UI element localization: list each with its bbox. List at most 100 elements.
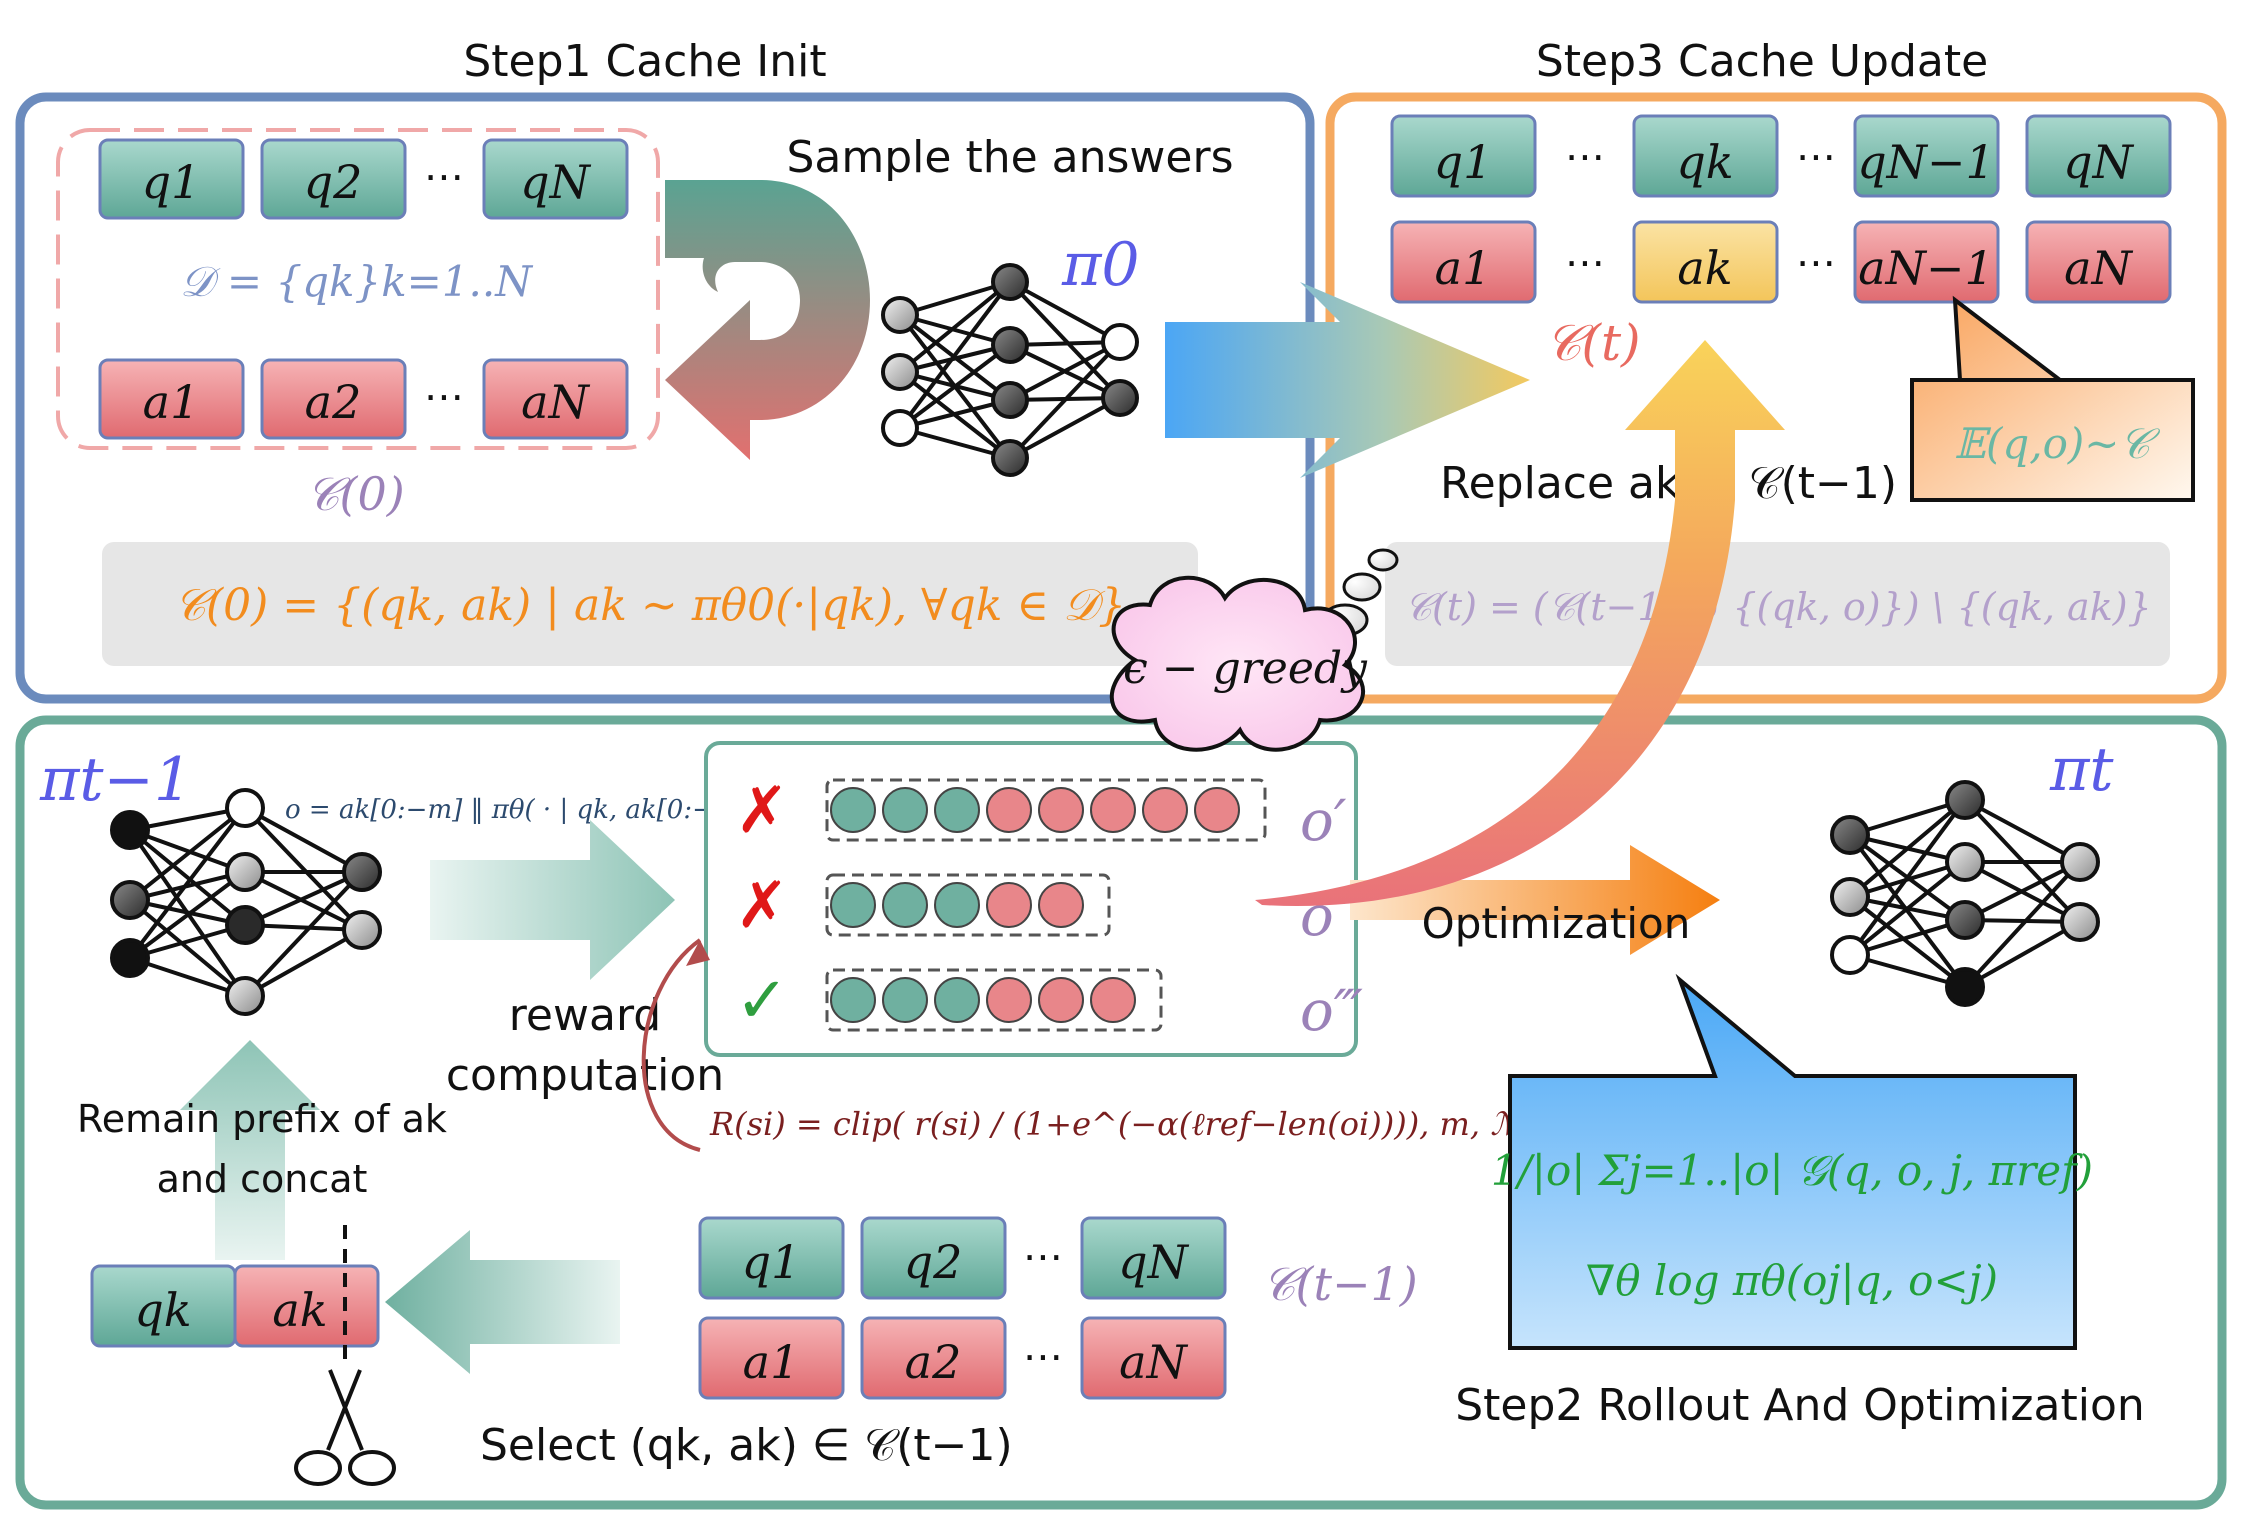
step1-panel: Step1 Cache Init q1 q2 qN ⋯ 𝒟 = {qk}k=1.… [15, 36, 1315, 704]
step1-a2: a2 [305, 375, 362, 429]
step1-a-ellipsis: ⋯ [424, 374, 464, 420]
dataset-boundary [56, 128, 660, 450]
step3-panel: Step3 Cache Update q1 qk qN−1 qN ⋯ ⋯ a1 … [1325, 36, 2227, 704]
step2-a-row: a1 a2 aN ⋯ [698, 1316, 1227, 1400]
step3-ak: ak [1677, 241, 1732, 295]
step3-a-ellipsis-1: ⋯ [1565, 240, 1605, 286]
rollout-generated-token [986, 787, 1032, 833]
step1-q1: q1 [142, 155, 201, 209]
rollout-generated-token [1142, 787, 1188, 833]
curl-arrow-icon [665, 180, 870, 460]
step2-title: Step2 Rollout And Optimization [1455, 1380, 2145, 1431]
step3-q-ellipsis-2: ⋯ [1796, 134, 1836, 180]
reward-formula: R(si) = clip( r(si) / (1+e^(−α(ℓref−len(… [709, 1105, 1547, 1143]
step3-qN-1: qN−1 [1857, 135, 1995, 189]
reward-arrowhead-icon [686, 940, 710, 966]
cross-icon: ✗ [735, 774, 789, 848]
step1-q-ellipsis: ⋯ [424, 154, 464, 200]
cross-icon: ✗ [735, 869, 789, 943]
big-transfer-arrow-icon [1165, 282, 1530, 478]
rollout-prefix-token [934, 787, 980, 833]
objective-line2: ∇θ log πθ(oj|q, o<j) [1586, 1256, 1998, 1305]
sample-label: Sample the answers [786, 132, 1233, 183]
greedy-cloud [1109, 575, 1365, 752]
cache-init-formula-box [102, 542, 1198, 666]
step2-panel: Step2 Rollout And Optimization πt−1 o = … [15, 715, 2227, 1510]
step1-aN: aN [521, 375, 590, 429]
rollout-prefix-token [934, 882, 980, 928]
step2-aN: aN [1119, 1335, 1188, 1389]
dataset-formula: 𝒟 = {qk}k=1..N [180, 257, 533, 306]
cache-update-formula: 𝒞(t) = (𝒞(t−1) ∪ {(qk, o)}) \ {(qk, ak)} [1404, 585, 2151, 629]
step2-a1: a1 [743, 1335, 800, 1389]
rollout-frame [825, 968, 1163, 1032]
rollout-generated-token [1038, 977, 1084, 1023]
step2-a-ellipsis: ⋯ [1023, 1334, 1063, 1380]
step3-a-ellipsis-2: ⋯ [1796, 240, 1836, 286]
policy-network-pi0-icon [881, 263, 1139, 477]
rollout-arrow-icon [430, 820, 675, 980]
rollout-generated-token [1090, 977, 1136, 1023]
step3-aN: aN [2064, 241, 2133, 295]
step2-q-ellipsis: ⋯ [1023, 1234, 1063, 1280]
expectation-formula: 𝔼(q,o)∼𝒞 [1954, 419, 2160, 468]
step1-a-row: a1 a2 aN ⋯ [98, 358, 629, 440]
check-icon: ✓ [735, 964, 789, 1038]
rollout-generated-token [1090, 787, 1136, 833]
optimization-arrow-icon [1350, 845, 1720, 955]
scissors-icon [294, 1369, 396, 1486]
step1-q-row: q1 q2 qN ⋯ [98, 138, 629, 220]
step3-aN-1: aN−1 [1858, 241, 1993, 295]
step1-a1: a1 [143, 375, 200, 429]
policy-network-next-icon [1830, 780, 2100, 1007]
selected-a-text: ak [272, 1283, 327, 1337]
step2-a2: a2 [905, 1335, 962, 1389]
prefix-label-line2: and concat [157, 1157, 368, 1201]
policy-next-label: πt [2049, 735, 2114, 805]
step1-q2: q2 [304, 155, 363, 209]
rollout-prefix-token [830, 977, 876, 1023]
step3-q-row: q1 qk qN−1 qN ⋯ ⋯ [1390, 114, 2172, 198]
step3-title: Step3 Cache Update [1536, 36, 1988, 87]
rollout-frame [825, 873, 1111, 937]
prefix-up-arrow-icon [180, 1040, 320, 1260]
policy-prev-label: πt−1 [39, 745, 192, 815]
optimization-label: Optimization [1422, 899, 1691, 948]
step3-a-row: a1 ak aN−1 aN ⋯ ⋯ [1390, 220, 2172, 304]
rollout-prefix-token [882, 977, 928, 1023]
rollout-prefix-token [934, 977, 980, 1023]
rollout-generated-token [1038, 787, 1084, 833]
step1-qN: qN [520, 155, 591, 209]
step2-q1: q1 [742, 1235, 801, 1289]
cache-init-formula: 𝒞(0) = {(qk, ak) | ak ∼ πθ0(·|qk), ∀qk ∈… [174, 580, 1126, 631]
step3-a1: a1 [1435, 241, 1492, 295]
rollout-prefix-token [830, 787, 876, 833]
step2-cache-label: 𝒞(t−1) [1262, 1257, 1418, 1311]
step2-q-row: q1 q2 qN ⋯ [698, 1216, 1227, 1300]
rollout-prefix-token [830, 882, 876, 928]
expectation-callout [1910, 295, 2195, 502]
select-arrow-icon [385, 1230, 620, 1374]
step3-cache-label: 𝒞(t) [1545, 314, 1641, 372]
replace-up-arrow-icon [1255, 340, 1785, 907]
select-label: Select (qk, ak) ∈ 𝒞(t−1) [480, 1420, 1013, 1471]
step2-qN: qN [1118, 1235, 1189, 1289]
rollout-prefix-token [882, 882, 928, 928]
policy-network-prev-icon [110, 788, 382, 1016]
rollout-frame [825, 778, 1267, 842]
rollout-generated-token [986, 977, 1032, 1023]
step3-qN: qN [2063, 135, 2134, 189]
rollout-label: o‴ [1300, 979, 1363, 1044]
rollout-prefix-token [882, 787, 928, 833]
step1-title: Step1 Cache Init [463, 36, 826, 87]
selected-a-token [233, 1264, 380, 1348]
cache-update-formula-box [1385, 542, 2170, 666]
rollout-generated-token [986, 882, 1032, 928]
reward-feedback-arrow-icon [641, 938, 702, 1152]
step2-q2: q2 [904, 1235, 963, 1289]
rollout-generated-token [1194, 787, 1240, 833]
replace-label: Replace ak in 𝒞(t−1) [1440, 458, 1897, 509]
policy-pi0-label: π0 [1061, 230, 1140, 300]
objective-line1: 1/|o| Σj=1..|o| 𝒢(q, o, j, πref) [1491, 1146, 2093, 1195]
